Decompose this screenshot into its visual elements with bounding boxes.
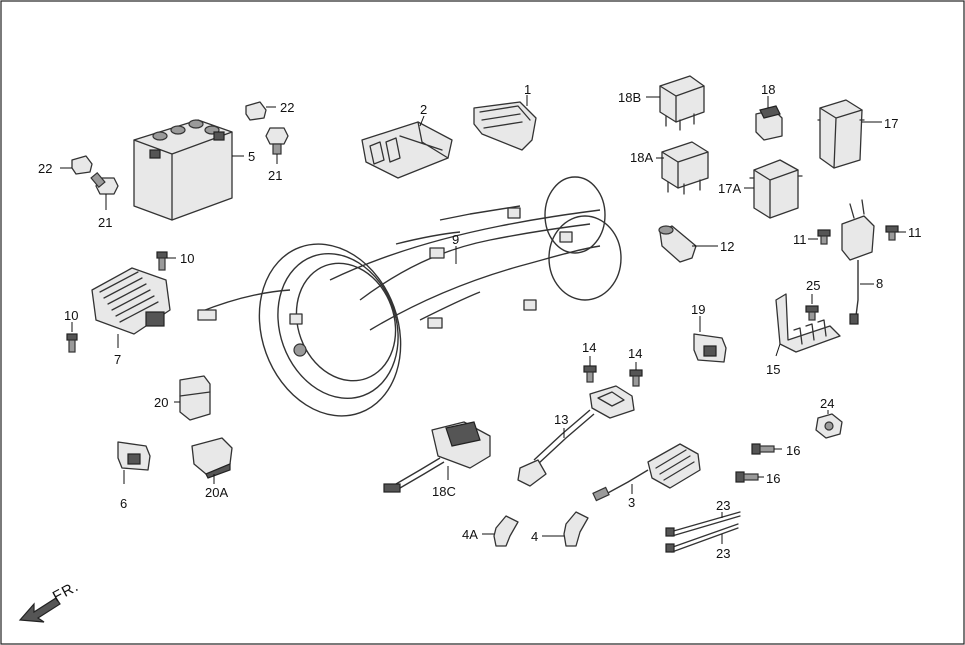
callout-8: 8 — [876, 276, 883, 291]
callout-10a: 10 — [180, 251, 194, 266]
callout-12: 12 — [720, 239, 734, 254]
callout-21b: 21 — [98, 215, 112, 230]
callout-14b: 14 — [628, 346, 642, 361]
part-11-screw-right[interactable]: 11 — [885, 225, 922, 241]
callout-18a: 18A — [630, 150, 653, 165]
callout-7: 7 — [114, 352, 121, 367]
callout-18: 18 — [761, 82, 775, 97]
callout-22b: 22 — [38, 161, 52, 176]
part-1-connector-block[interactable]: 1 — [473, 82, 537, 151]
callout-2: 2 — [420, 102, 427, 117]
part-3-ignition-coil[interactable]: 3 — [592, 443, 701, 510]
part-14-screw-right[interactable]: 14 — [628, 346, 643, 387]
callout-14a: 14 — [582, 340, 596, 355]
leader-15 — [775, 343, 781, 357]
part-18-relay[interactable]: 18 — [755, 82, 783, 141]
callout-23a: 23 — [716, 498, 730, 513]
callout-23b: 23 — [716, 546, 730, 561]
part-5-battery[interactable]: 5 — [133, 119, 255, 221]
part-16-bolt-top[interactable]: 16 — [751, 443, 800, 458]
callout-16a: 16 — [786, 443, 800, 458]
part-19-fuse[interactable]: 19 — [691, 302, 727, 363]
part-6-fuse[interactable]: 6 — [117, 441, 151, 511]
front-direction-indicator: FR. — [18, 578, 82, 623]
part-4-spark-plug-cap[interactable]: 4 — [531, 511, 589, 547]
front-direction-arrow-icon — [18, 597, 61, 623]
callout-19: 19 — [691, 302, 705, 317]
part-9-wire-harness[interactable]: 9 — [197, 176, 622, 436]
callout-25: 25 — [806, 278, 820, 293]
callout-20a: 20A — [205, 485, 228, 500]
callout-9: 9 — [452, 232, 459, 247]
part-18b-relay[interactable]: 18B — [618, 75, 705, 131]
callout-3: 3 — [628, 495, 635, 510]
part-21-bolt-top[interactable]: 21 — [265, 127, 289, 183]
part-18a-relay[interactable]: 18A — [630, 141, 709, 195]
callout-4: 4 — [531, 529, 538, 544]
part-22-nut-left[interactable]: 22 — [38, 155, 93, 176]
callout-10b: 10 — [64, 308, 78, 323]
part-4a-spark-plug-cap[interactable]: 4A — [462, 515, 519, 547]
callout-22a: 22 — [280, 100, 294, 115]
callout-6: 6 — [120, 496, 127, 511]
front-label: FR. — [50, 578, 82, 606]
part-22-nut-top[interactable]: 22 — [245, 100, 294, 121]
part-10-bolt-left[interactable]: 10 — [64, 308, 78, 353]
callout-15: 15 — [766, 362, 780, 377]
part-10-bolt-top[interactable]: 10 — [156, 251, 194, 271]
callout-16b: 16 — [766, 471, 780, 486]
callout-5: 5 — [248, 149, 255, 164]
part-2-control-module[interactable]: 2 — [361, 102, 453, 179]
part-11-screw-left[interactable]: 11 — [793, 229, 831, 247]
part-20-starter-relay[interactable]: 20 — [154, 375, 211, 421]
part-15-fuse-box-bracket[interactable]: 15 — [766, 293, 841, 377]
callout-11b: 11 — [908, 225, 922, 240]
part-17-cover[interactable]: 17 — [817, 99, 898, 169]
part-24-nut[interactable]: 24 — [815, 396, 843, 439]
part-12-rubber-cover[interactable]: 12 — [658, 225, 734, 263]
leader-2 — [419, 115, 425, 127]
callout-24: 24 — [820, 396, 834, 411]
part-16-bolt-bottom[interactable]: 16 — [735, 471, 780, 486]
part-13-ignition-switch[interactable]: 13 — [517, 385, 635, 487]
part-18c-relay-with-lead[interactable]: 18C — [383, 421, 491, 499]
part-14-screw-left[interactable]: 14 — [582, 340, 597, 383]
callout-20: 20 — [154, 395, 168, 410]
part-17a-relay-box[interactable]: 17A — [718, 159, 803, 219]
part-21-bolt-left[interactable]: 21 — [90, 171, 119, 230]
part-23-cable-ties[interactable]: 23 23 — [665, 498, 741, 561]
callout-17: 17 — [884, 116, 898, 131]
part-20a-relay-socket[interactable]: 20A — [191, 437, 233, 500]
callout-13: 13 — [554, 412, 568, 427]
callout-18c: 18C — [432, 484, 456, 499]
callout-4a: 4A — [462, 527, 478, 542]
callout-1: 1 — [524, 82, 531, 97]
callout-21a: 21 — [268, 168, 282, 183]
callout-17a: 17A — [718, 181, 741, 196]
part-8-sensor[interactable]: 8 — [841, 199, 883, 325]
callout-11a: 11 — [793, 232, 807, 247]
part-7-regulator-rectifier[interactable]: 7 — [91, 267, 171, 367]
part-25-bolt[interactable]: 25 — [805, 278, 820, 321]
callout-18b: 18B — [618, 90, 641, 105]
